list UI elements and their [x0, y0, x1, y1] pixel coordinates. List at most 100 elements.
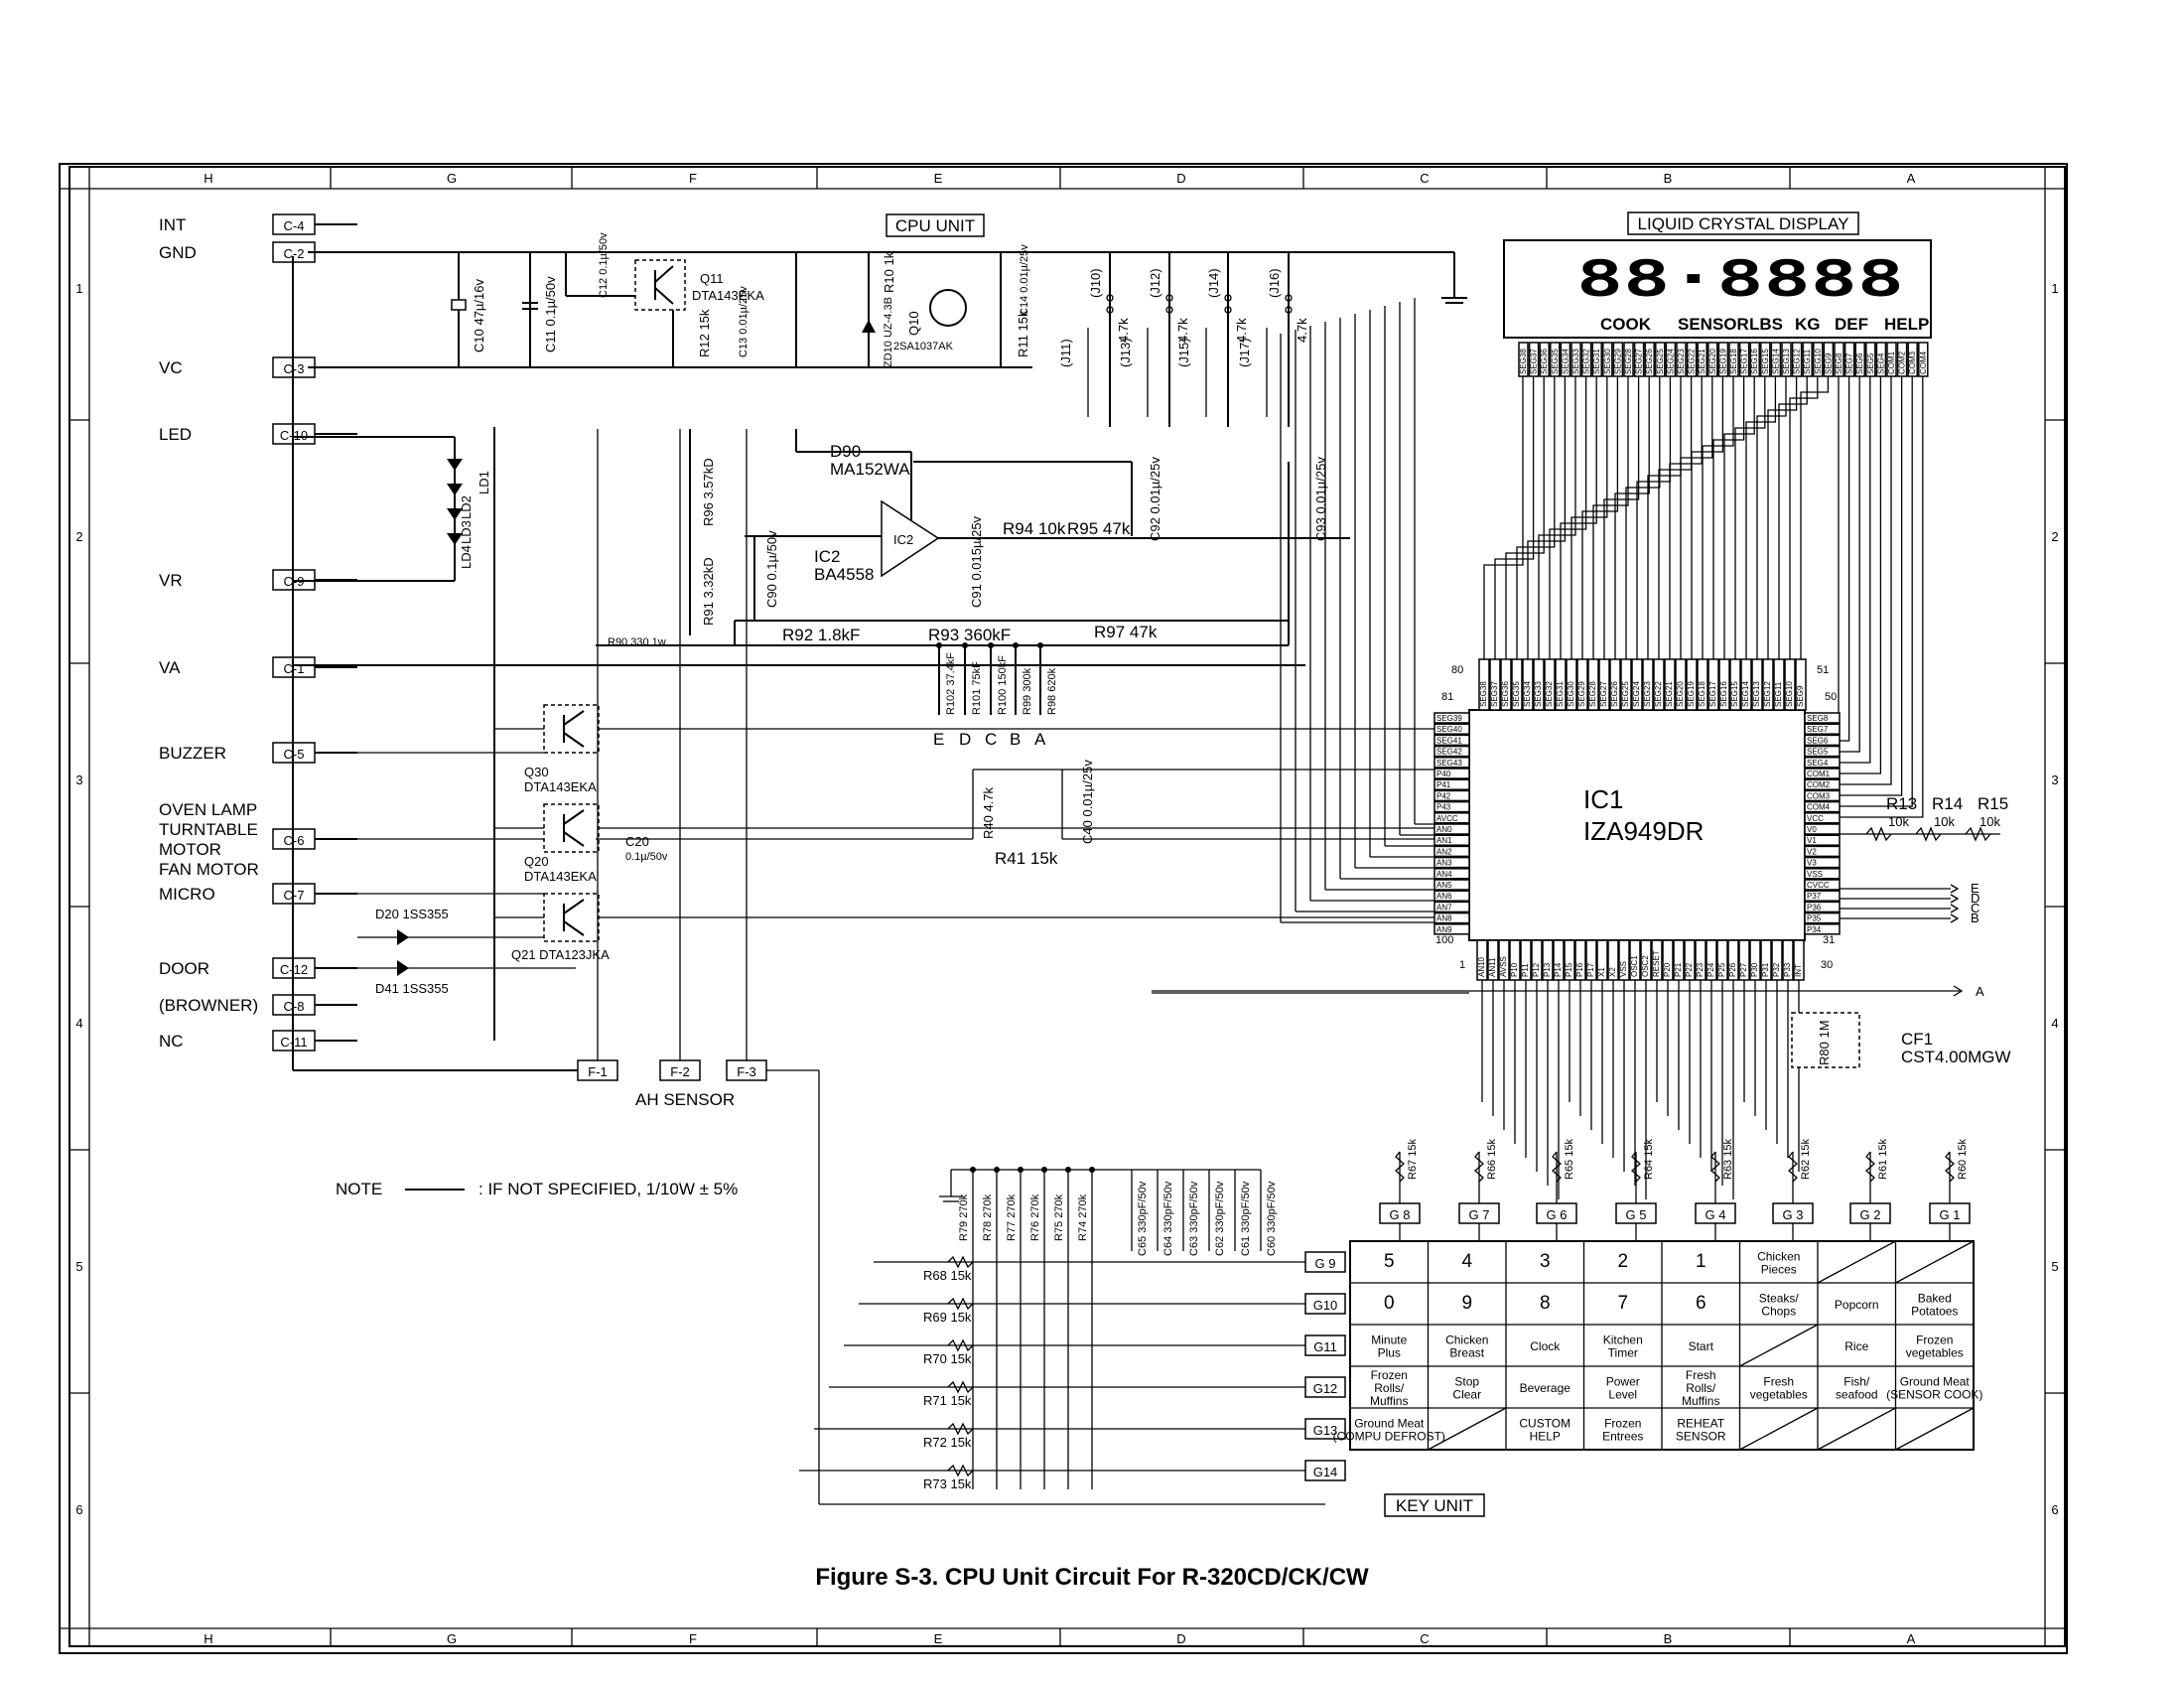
zone-bottom-B: B [1664, 1631, 1673, 1646]
q11-part: DTA143EKA [692, 288, 764, 303]
row-left-6: 6 [75, 1502, 82, 1517]
lcd-pin: COM2 [1898, 351, 1907, 374]
ic1-pin: P43 [1436, 803, 1451, 812]
c20-value: 0.1µ/50v [625, 851, 668, 863]
zone-top-G: G [447, 171, 457, 186]
key-col-label: G 8 [1390, 1207, 1411, 1222]
ah-pin-label: F-1 [588, 1064, 608, 1079]
zone-top-E: E [934, 171, 943, 186]
q11-lead-2 [654, 287, 674, 305]
r97-label: R97 47k [1094, 623, 1158, 641]
q11-symbol [634, 259, 686, 311]
key-6: 6 [1696, 1293, 1706, 1314]
row-left-5: 5 [75, 1259, 82, 1274]
ah-pin-label: F-3 [737, 1064, 756, 1079]
ic1-pin: SEG33 [1534, 681, 1543, 707]
divider-r101: R101 75kF [971, 661, 983, 715]
lcd-body [1503, 239, 1932, 339]
lcd-pin: SEG27 [1635, 349, 1644, 374]
zone-top-B: B [1664, 171, 1673, 186]
driver-transistors [315, 427, 1434, 1041]
key-4: 4 [1461, 1251, 1472, 1272]
ic1-pin: SEG25 [1621, 681, 1630, 707]
led-ld2: LD2 [459, 495, 474, 519]
key-frozen-rolls/-muffins: Rolls/ [1374, 1381, 1405, 1395]
lcd-pin: COM4 [1919, 351, 1928, 374]
connector-pin-C-2: C-2 [284, 246, 305, 261]
ic1-pin: SEG12 [1763, 681, 1772, 707]
key-fresh-vegetables: vegetables [1750, 1388, 1808, 1402]
lcd-indicator-help: HELP [1884, 315, 1929, 334]
zone-top-C: C [1420, 171, 1429, 186]
key-row-label: G13 [1313, 1423, 1338, 1438]
ic1-pin: P17 [1586, 962, 1595, 977]
zone-bottom-H: H [204, 1631, 212, 1646]
key-cap: C65 330pF/50v [1137, 1181, 1149, 1256]
connector-label-C-8: (BROWNER) [159, 996, 258, 1015]
key-row-resistor: R70 15k [923, 1351, 972, 1366]
ic1-pin: P14 [1554, 962, 1563, 977]
zone-bottom-A: A [1907, 1631, 1916, 1646]
r96-label: R96 3.57kD [701, 458, 716, 526]
ic1-pin: VSS [1619, 961, 1628, 977]
jumper-value: 4.7k [1234, 318, 1249, 343]
divider-tap: E [933, 730, 944, 749]
key-chicken-pieces: Pieces [1761, 1263, 1797, 1277]
jumper-label: (J10) [1088, 268, 1103, 298]
lcd-pin: SEG4 [1876, 352, 1885, 374]
connector-label-C-6: FAN MOTOR [159, 860, 259, 879]
r10-label: R10 1k [882, 251, 896, 293]
key-col-resistor: R61 15k [1877, 1139, 1889, 1180]
right-pin-D: D [1971, 891, 1979, 906]
key-ground-meat-(sensor-cook): (SENSOR COOK) [1886, 1388, 1982, 1402]
lcd-pin: SEG38 [1519, 349, 1528, 374]
key-custom-help: CUSTOM [1519, 1417, 1570, 1431]
ic1-pin: P32 [1772, 962, 1781, 977]
ic1-pin: P27 [1739, 962, 1748, 977]
jumper-value: 4.7k [1295, 318, 1309, 343]
key-fresh-rolls/-muffins: Fresh [1686, 1368, 1716, 1382]
key-pullup: R79 270k [958, 1193, 970, 1241]
r13-value: 10k [1888, 814, 1909, 829]
key-fresh-rolls/-muffins: Rolls/ [1686, 1381, 1716, 1395]
jumper-label: (J14) [1206, 268, 1221, 298]
key-9: 9 [1461, 1293, 1472, 1314]
ic1-pin: SEG26 [1610, 681, 1619, 707]
r40-label: R40 4.7k [981, 786, 996, 839]
r92-label: R92 1.8kF [782, 626, 860, 644]
divider-tap: D [959, 730, 971, 749]
key-pullup: R76 270k [1029, 1193, 1041, 1241]
ic1-pin: P26 [1728, 962, 1737, 977]
q30-label: Q30 [524, 765, 549, 779]
key-ground-meat-(sensor-cook): Ground Meat [1900, 1375, 1971, 1389]
key-rice: Rice [1844, 1339, 1868, 1353]
divider-tap: C [985, 730, 997, 749]
ic1-pin: AVSS [1499, 956, 1508, 977]
c14-label: C14 0.01µ/25v [1019, 244, 1030, 316]
lcd-pin: SEG7 [1845, 352, 1854, 374]
connector-label-C-7: MICRO [159, 885, 215, 904]
ic1-pin: INT [1794, 964, 1803, 977]
row-left-4: 4 [75, 1016, 82, 1031]
key-cap: C63 330pF/50v [1188, 1181, 1200, 1256]
ic1-pin: SEG15 [1730, 681, 1739, 707]
ic1-pin: AN6 [1436, 892, 1452, 901]
lcd-pin: SEG6 [1855, 352, 1864, 374]
ic1-pin: SEG32 [1545, 681, 1554, 707]
jumper-label: (J15) [1176, 338, 1191, 367]
lcd-pin: SEG10 [1814, 349, 1823, 374]
r11-label: R11 15k [1016, 310, 1030, 357]
ic1-pin: P12 [1532, 962, 1541, 977]
key-7: 7 [1617, 1293, 1628, 1314]
ic1-pin: P42 [1436, 791, 1451, 800]
ic1-pin: SEG28 [1588, 681, 1597, 707]
lcd-pin: SEG19 [1718, 349, 1727, 374]
ic1-pin: P37 [1807, 892, 1822, 901]
key-fresh-vegetables: Fresh [1763, 1375, 1794, 1389]
ic1-pin: OSC1 [1630, 955, 1639, 977]
